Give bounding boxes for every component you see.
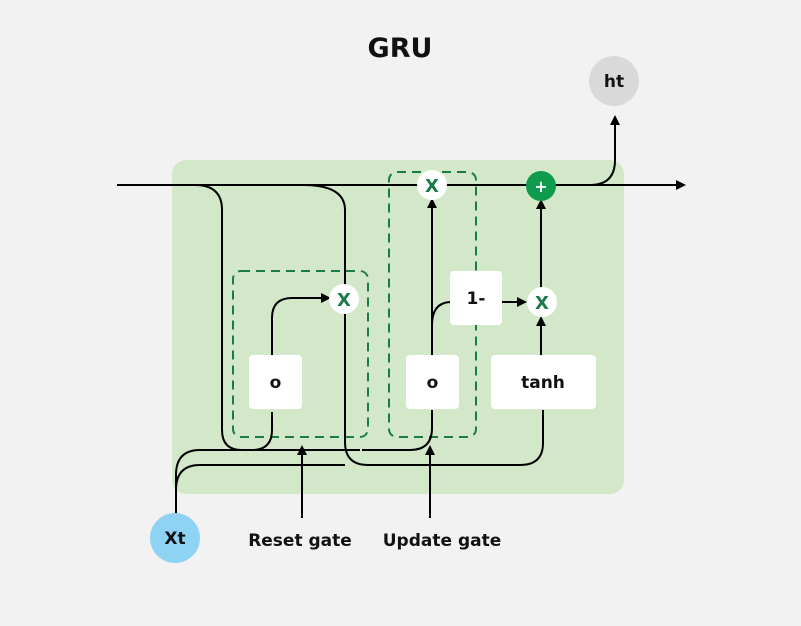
input-node: [150, 513, 200, 563]
one-minus-box: [450, 271, 502, 325]
output-label: ht: [604, 72, 624, 92]
one-minus-label: 1-: [467, 289, 486, 309]
update-sigmoid-label: o: [427, 373, 439, 393]
reset-sigmoid-label: o: [270, 373, 282, 393]
update-to-oneminus-wire: [431, 301, 451, 326]
reset-gate-region: [232, 270, 369, 438]
h-to-reset-loop: [194, 184, 273, 451]
reset-multiply-node: [329, 284, 359, 314]
gru-cell: [172, 160, 624, 494]
reset-gate-label: Reset gate: [248, 531, 352, 551]
tanh-label: tanh: [521, 373, 565, 393]
h-to-tanh-loop: [302, 184, 544, 466]
reset-to-mult-wire: [271, 293, 331, 356]
xt-reset-wire: [175, 449, 360, 520]
output-node: [589, 56, 639, 106]
diagram-title: GRU: [368, 33, 433, 64]
tanh-box: [491, 355, 596, 409]
update-multiply-node: [417, 170, 447, 200]
candidate-multiply-icon: X: [535, 293, 549, 314]
candidate-multiply-node: [527, 287, 557, 317]
reset-sigmoid-box: [249, 355, 302, 409]
add-node: [526, 171, 556, 201]
update-multiply-icon: X: [425, 176, 439, 197]
update-sigmoid-box: [406, 355, 459, 409]
input-label: Xt: [164, 529, 185, 549]
reset-to-update-wire: [362, 410, 433, 451]
update-gate-label: Update gate: [383, 531, 502, 551]
reset-multiply-icon: X: [337, 290, 351, 311]
xt-tanh-wire: [175, 464, 345, 491]
output-wire: [589, 115, 620, 186]
plus-icon: +: [534, 177, 547, 196]
